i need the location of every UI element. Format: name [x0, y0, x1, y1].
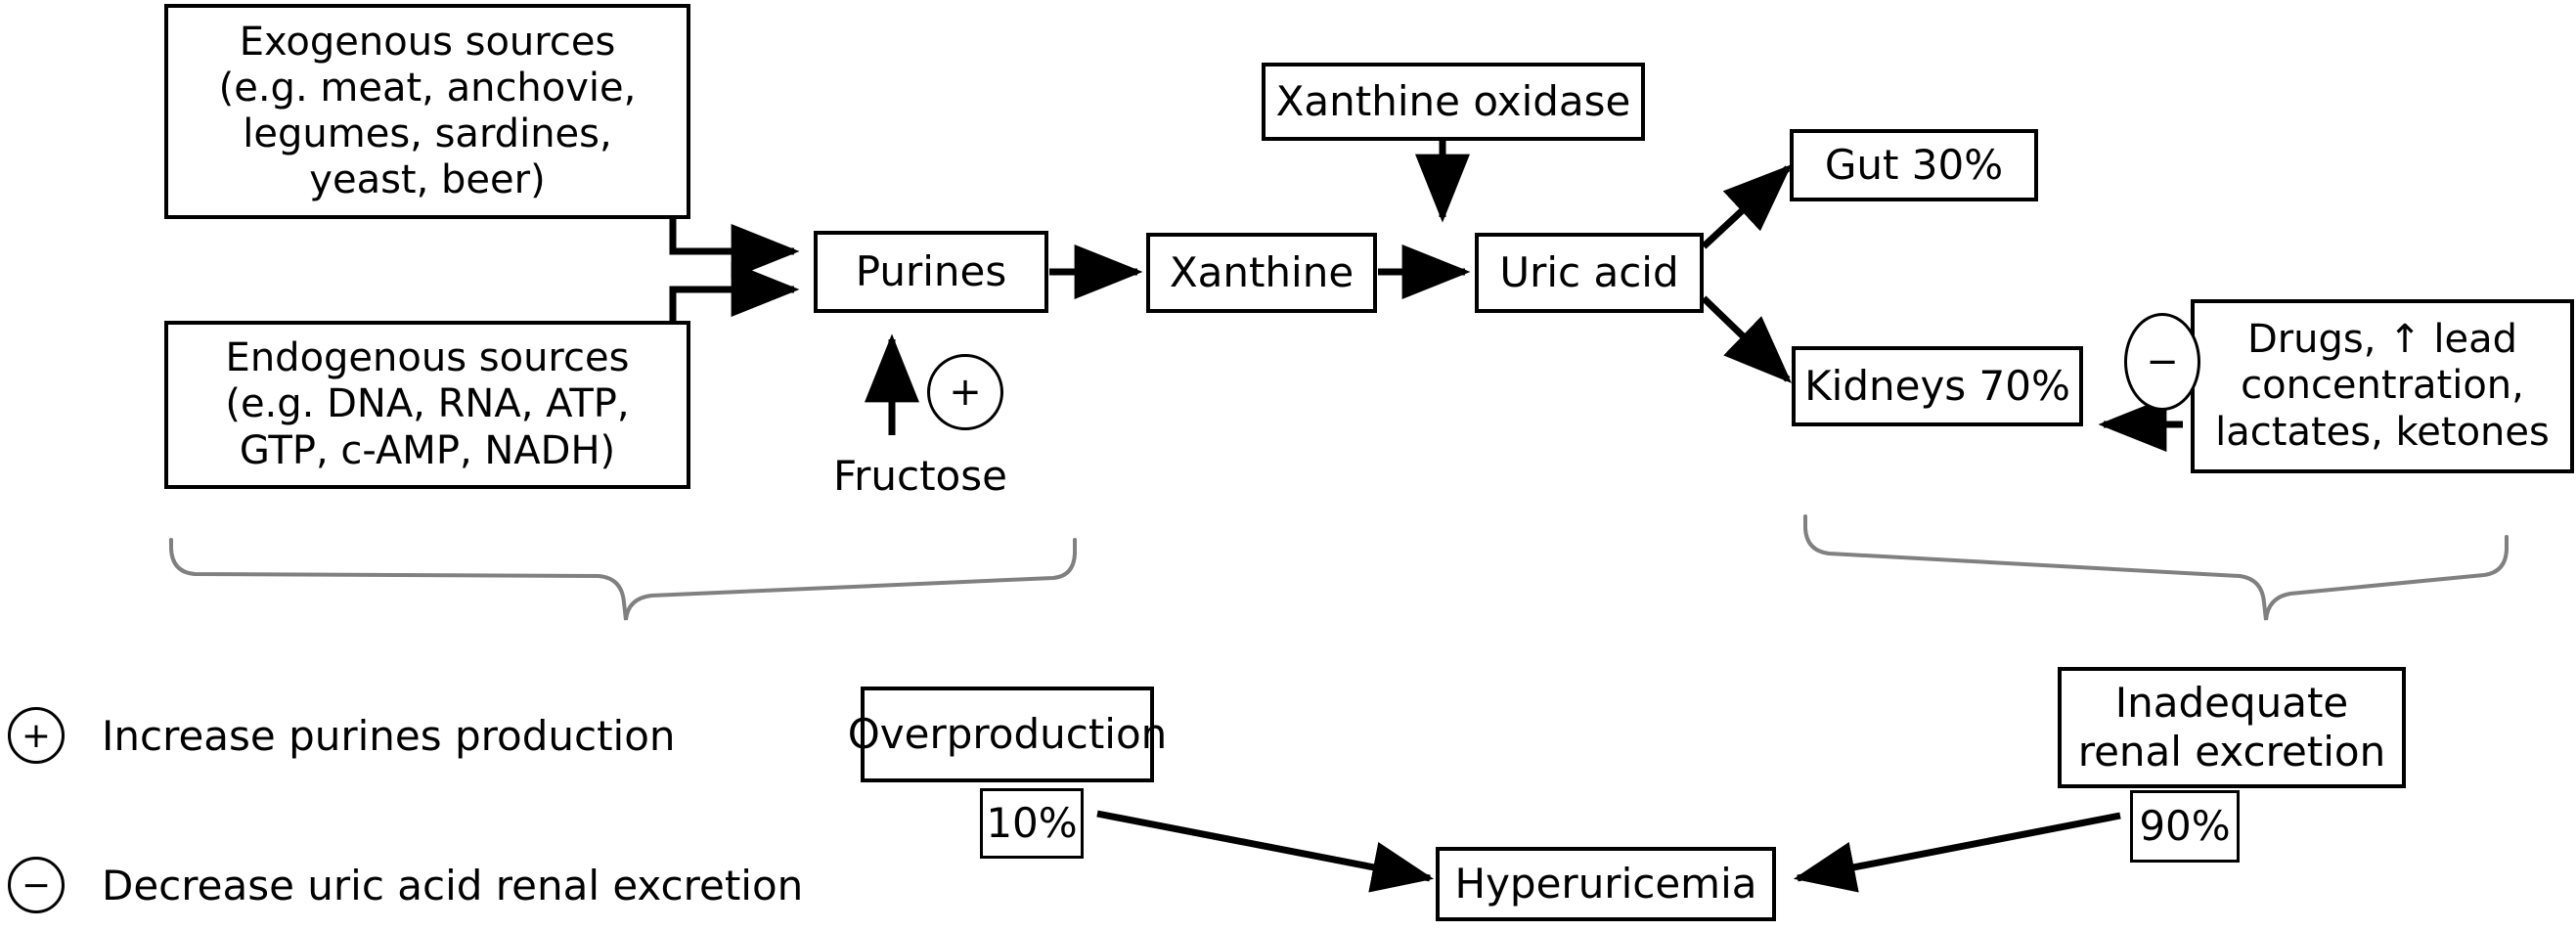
- node-percent-overproduction[interactable]: 10%: [980, 788, 1084, 859]
- brace-renal-excretion: [1803, 514, 2509, 621]
- plus-sign-icon: +: [927, 354, 1003, 430]
- node-xanthine-oxidase[interactable]: Xanthine oxidase: [1262, 63, 1645, 141]
- node-overproduction[interactable]: Overproduction: [848, 687, 1167, 782]
- arrow-endogenous-to-purines: [669, 262, 800, 323]
- legend-plus-icon: +: [8, 707, 65, 764]
- node-hyperuricemia[interactable]: Hyperuricemia: [1436, 847, 1776, 921]
- node-percent-renal[interactable]: 90%: [2130, 790, 2240, 863]
- arrow-renal-to-hyperuricemia: [1793, 812, 2121, 893]
- node-inadequate-renal-excretion[interactable]: Inadequate renal excretion: [2058, 667, 2406, 788]
- legend-item-increase: + Increase purines production: [8, 707, 676, 764]
- arrow-uric-acid-to-gut: [1701, 164, 1793, 249]
- node-purines[interactable]: Purines: [814, 231, 1048, 313]
- arrow-exogenous-to-purines: [669, 217, 800, 279]
- node-xanthine[interactable]: Xanthine: [1146, 233, 1377, 313]
- node-uric-acid[interactable]: Uric acid: [1475, 233, 1704, 313]
- arrow-overproduction-to-hyperuricemia: [1096, 810, 1435, 893]
- legend-decrease-label: Decrease uric acid renal excretion: [102, 861, 804, 909]
- node-drugs[interactable]: Drugs, ↑ lead concentration, lactates, k…: [2191, 299, 2574, 473]
- label-fructose: Fructose: [833, 452, 1007, 500]
- legend-minus-icon: −: [8, 857, 65, 913]
- minus-sign-icon: −: [2124, 313, 2200, 411]
- brace-overproduction: [169, 538, 1077, 621]
- node-endogenous-sources[interactable]: Endogenous sources (e.g. DNA, RNA, ATP, …: [164, 321, 690, 489]
- legend-item-decrease: − Decrease uric acid renal excretion: [8, 857, 803, 913]
- legend-increase-label: Increase purines production: [102, 711, 676, 760]
- node-exogenous-sources[interactable]: Exogenous sources (e.g. meat, anchovie, …: [164, 4, 690, 219]
- arrow-uric-acid-to-kidneys: [1701, 295, 1793, 383]
- node-kidneys[interactable]: Kidneys 70%: [1792, 346, 2083, 426]
- node-gut[interactable]: Gut 30%: [1790, 129, 2038, 201]
